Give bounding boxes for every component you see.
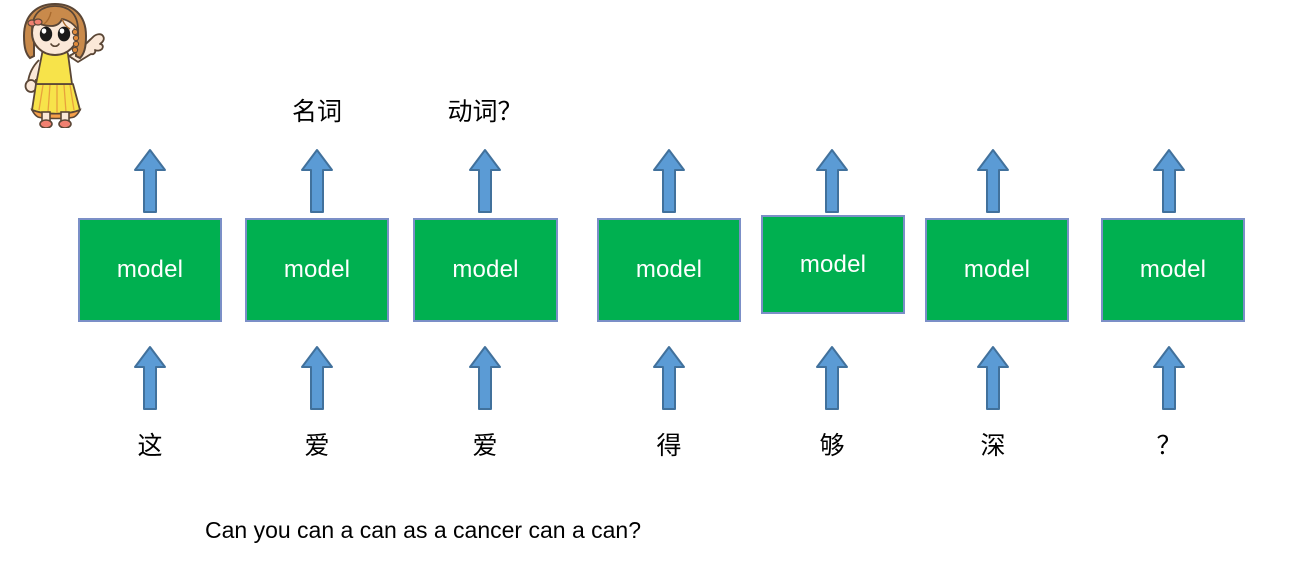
- input-token-label-5: 够: [819, 432, 845, 460]
- model-box-1[interactable]: model: [78, 218, 222, 322]
- input-arrow-up-4: [650, 345, 688, 411]
- model-box-2[interactable]: model: [245, 218, 389, 322]
- model-box-5[interactable]: model: [761, 215, 905, 314]
- input-arrow-up-7: [1150, 345, 1188, 411]
- output-arrow-up-7: [1150, 148, 1188, 214]
- input-arrow-up-5: [813, 345, 851, 411]
- model-box-label: model: [799, 250, 867, 278]
- model-box-label: model: [283, 256, 351, 283]
- input-token-label-1: 这: [137, 432, 163, 460]
- input-arrow-up-2: [298, 345, 336, 411]
- output-arrow-up-3: [466, 148, 504, 214]
- input-arrow-up-6: [974, 345, 1012, 411]
- model-box-label: model: [452, 256, 519, 283]
- input-arrow-up-1: [131, 345, 169, 411]
- output-arrow-up-5: [813, 148, 851, 214]
- model-box-4[interactable]: model: [597, 218, 741, 322]
- model-box-label: model: [116, 256, 184, 283]
- output-arrow-up-1: [131, 148, 169, 214]
- input-token-label-4: 得: [656, 432, 682, 460]
- output-arrow-up-4: [650, 148, 688, 214]
- input-token-label-2: 爱: [304, 432, 330, 460]
- model-box-label: model: [963, 256, 1031, 283]
- input-arrow-up-3: [466, 345, 504, 411]
- output-tag-label-3: 动词？: [447, 98, 523, 126]
- model-box-3[interactable]: model: [413, 218, 558, 322]
- model-box-label: model: [635, 256, 703, 283]
- input-token-label-6: 深: [980, 432, 1006, 460]
- model-box-7[interactable]: model: [1101, 218, 1245, 322]
- caption-text: Can you can a can as a cancer can a can?: [205, 517, 642, 543]
- model-box-label: model: [1139, 256, 1207, 283]
- input-token-label-3: 爱: [472, 432, 498, 460]
- output-tag-label-2: 名词: [291, 98, 342, 126]
- model-box-6[interactable]: model: [925, 218, 1069, 322]
- output-arrow-up-6: [974, 148, 1012, 214]
- input-token-label-7: ？: [1156, 432, 1182, 460]
- output-arrow-up-2: [298, 148, 336, 214]
- cartoon-girl-icon: [6, 0, 114, 129]
